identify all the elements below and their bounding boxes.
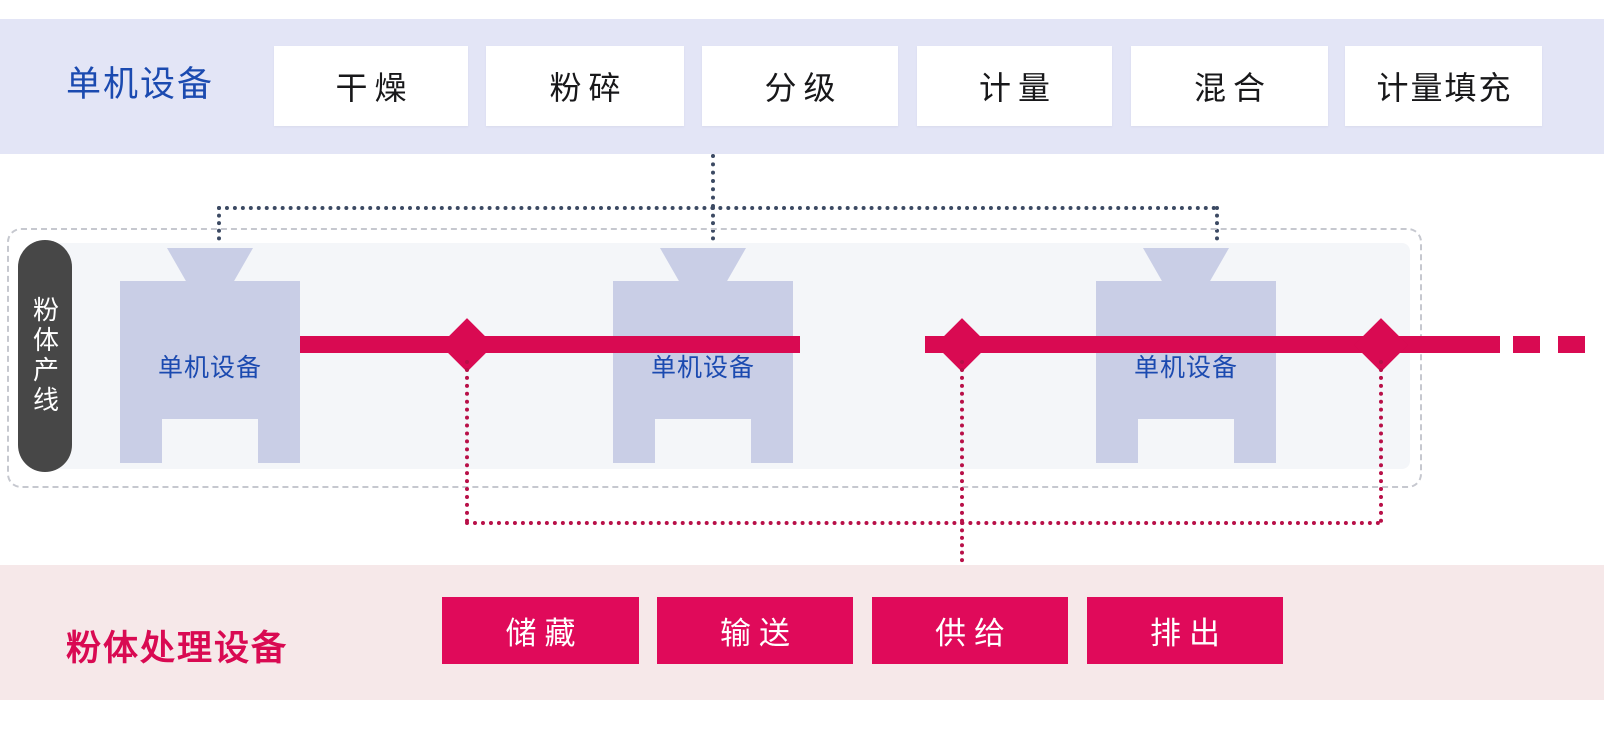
powder-chip-supply[interactable]: 供给 bbox=[872, 597, 1068, 664]
machine-hopper-icon bbox=[1143, 248, 1229, 284]
process-chip-metering[interactable]: 计量 bbox=[917, 46, 1112, 126]
process-chip-crushing[interactable]: 粉碎 bbox=[486, 46, 684, 126]
process-chip-mixing[interactable]: 混合 bbox=[1131, 46, 1328, 126]
process-chip-drying[interactable]: 干燥 bbox=[274, 46, 468, 126]
supply-drop-junction-3 bbox=[1379, 360, 1383, 523]
conveyor-segment-2 bbox=[440, 336, 800, 353]
machine-unit-1[interactable]: 单机设备 bbox=[120, 248, 300, 463]
bottom-band-title: 粉体处理设备 bbox=[66, 629, 289, 668]
machine-body bbox=[1096, 281, 1276, 463]
machine-unit-2[interactable]: 单机设备 bbox=[613, 248, 793, 463]
production-line-container bbox=[7, 228, 1422, 488]
machine-base-notch bbox=[655, 419, 751, 463]
machine-hopper-icon bbox=[660, 248, 746, 284]
conveyor-trailing-dash-1 bbox=[1513, 336, 1540, 353]
machine-body bbox=[613, 281, 793, 463]
machine-label: 单机设备 bbox=[1133, 354, 1238, 382]
machine-body bbox=[120, 281, 300, 463]
connector-drop-machine-3 bbox=[1215, 206, 1219, 248]
supply-drop-junction-2 bbox=[960, 360, 964, 523]
connector-drop-machine-1 bbox=[217, 206, 221, 248]
process-chip-classifying[interactable]: 分级 bbox=[702, 46, 898, 126]
connector-vertical-top-center bbox=[711, 154, 715, 208]
conveyor-segment-3 bbox=[925, 336, 1285, 353]
top-band-title: 单机设备 bbox=[66, 65, 215, 104]
powder-chip-conveying[interactable]: 输送 bbox=[657, 597, 853, 664]
machine-base-notch bbox=[1138, 419, 1234, 463]
machine-hopper-icon bbox=[167, 248, 253, 284]
supply-drop-junction-1 bbox=[465, 360, 469, 523]
process-chip-metered-filling[interactable]: 计量填充 bbox=[1345, 46, 1542, 126]
machine-label: 单机设备 bbox=[157, 354, 262, 382]
connector-horizontal-bus bbox=[217, 206, 1217, 210]
supply-drop-to-powder-equipment bbox=[960, 521, 964, 577]
powder-chip-discharge[interactable]: 排出 bbox=[1087, 597, 1283, 664]
production-line-badge: 粉体产线 bbox=[18, 240, 72, 472]
machine-unit-3[interactable]: 单机设备 bbox=[1096, 248, 1276, 463]
production-line-badge-label: 粉体产线 bbox=[29, 296, 60, 416]
connector-drop-machine-2 bbox=[711, 206, 715, 248]
machine-label: 单机设备 bbox=[650, 354, 755, 382]
supply-horizontal-bus bbox=[465, 521, 1381, 525]
conveyor-trailing-dash-2 bbox=[1558, 336, 1585, 353]
machine-base-notch bbox=[162, 419, 258, 463]
powder-chip-storage[interactable]: 储藏 bbox=[442, 597, 639, 664]
